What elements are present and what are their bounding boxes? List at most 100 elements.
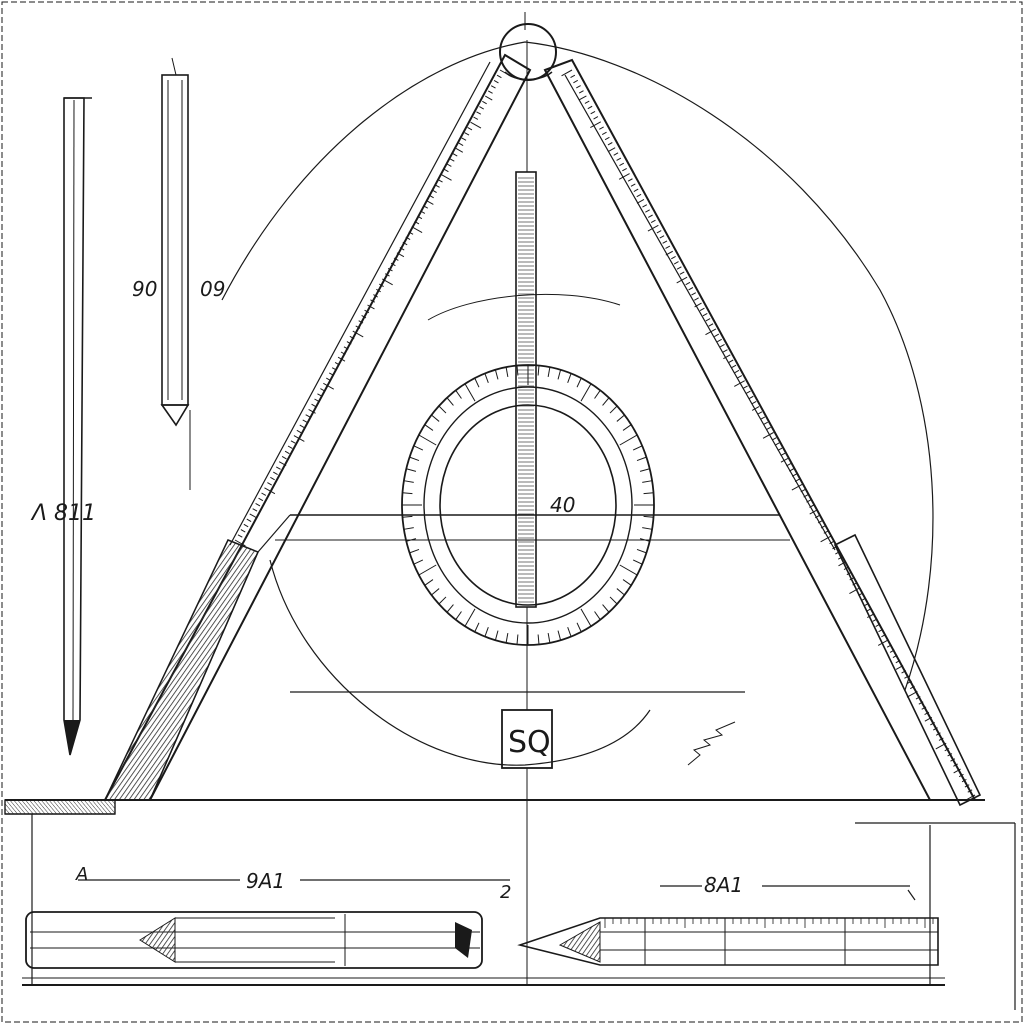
tick-mark [464,608,476,627]
tick-mark [426,200,434,205]
tick-mark [780,452,786,457]
tick-mark [305,414,311,418]
tick-mark [757,411,763,415]
tick-mark [334,362,340,366]
tick-mark [576,377,582,388]
tick-mark [406,538,417,542]
tick-mark [258,497,264,502]
tick-mark [424,424,434,431]
tick-mark [820,535,832,543]
tick-mark [284,450,290,455]
tick-mark [573,79,578,84]
tick-mark [838,561,846,567]
tick-mark [387,268,393,272]
tick-mark [302,419,308,423]
tick-mark [832,545,838,550]
tick-mark [786,463,792,467]
tick-mark [567,373,572,384]
tick-mark [935,742,947,750]
tick-mark [688,287,694,291]
tick-mark [607,147,616,152]
tick-mark [561,69,573,77]
tick-mark [743,385,748,389]
tick-mark [645,209,650,213]
tick-mark [849,577,855,581]
tick-mark [403,480,414,483]
tick-mark [537,634,540,645]
tick-mark [639,468,650,472]
dimension-right [660,885,916,901]
tick-mark [837,556,843,560]
tick-mark [590,110,596,115]
tick-mark [800,489,806,493]
tick-mark [537,365,540,376]
tick-mark [464,383,476,402]
protractor [401,364,655,646]
tick-mark [328,372,334,376]
tick-mark [485,95,493,101]
tick-mark [361,315,367,319]
tick-mark [907,680,912,684]
tick-mark [636,199,645,204]
tick-mark [576,622,582,633]
tick-mark [601,131,607,135]
tick-mark [803,494,809,498]
tick-mark [671,255,676,260]
tick-mark [470,121,482,129]
tick-mark [780,457,789,463]
tick-mark [820,525,826,529]
tick-mark [320,388,325,392]
tick-mark [243,523,249,528]
tick-mark [723,354,731,360]
tick-mark [924,716,933,722]
tick-mark [613,152,619,156]
tick-mark [264,487,276,495]
tick-mark [809,504,815,508]
tick-mark [691,292,697,296]
tick-mark [349,335,355,340]
tick-mark [384,273,390,277]
tick-mark [252,508,258,512]
tick-mark [734,380,745,387]
tick-mark [619,162,625,167]
tick-mark [665,250,673,256]
tick-mark [794,478,800,482]
tick-mark [364,309,370,314]
dimension-right-label: 8A1 [704,873,743,897]
tick-mark [455,611,462,620]
center-box [501,709,553,769]
tick-mark [731,364,737,369]
pencil-mid-label-left: 90 [132,277,157,301]
tick-mark [619,434,638,446]
bottom-pencil [517,917,939,966]
tick-mark [557,369,562,380]
tick-mark [964,784,970,788]
tick-mark [396,252,405,258]
tick-mark [346,341,352,345]
tick-mark [599,126,604,130]
tick-mark [714,333,720,337]
tick-mark [719,344,725,348]
tick-mark [673,261,679,265]
tick-mark [402,241,408,246]
tick-mark [379,283,384,287]
tick-mark [904,675,910,679]
tick-mark [487,90,493,94]
tick-mark [935,732,941,736]
tick-mark [918,701,924,705]
tick-mark [587,105,593,110]
tick-mark [717,338,722,343]
protractor-center-label: 40 [550,493,575,517]
lower-arc [269,559,651,766]
tick-mark [728,359,734,363]
tick-mark [393,257,399,261]
tick-mark [662,240,668,244]
tick-mark [496,74,502,79]
tick-mark [355,325,361,329]
tick-mark [766,426,771,431]
tick-mark [443,168,449,173]
tick-mark [446,397,454,406]
tick-mark [467,127,473,131]
tick-mark [413,445,424,451]
